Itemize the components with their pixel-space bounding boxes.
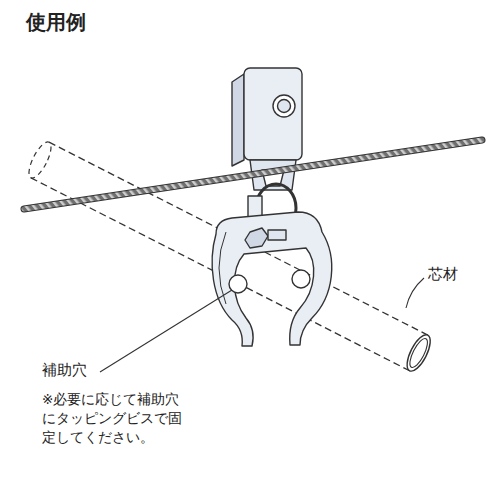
core-pipe — [25, 139, 435, 374]
clamp — [212, 184, 332, 346]
leader-hole — [100, 290, 232, 372]
title: 使用例 — [26, 8, 86, 36]
part-label: 芯材 — [428, 264, 458, 285]
leader-lines — [100, 278, 424, 372]
part-label: 補助穴 — [42, 360, 87, 381]
leader-core — [406, 278, 424, 308]
note-text: ※必要に応じて補助穴にタッピングビスで固定してください。 — [42, 390, 192, 447]
